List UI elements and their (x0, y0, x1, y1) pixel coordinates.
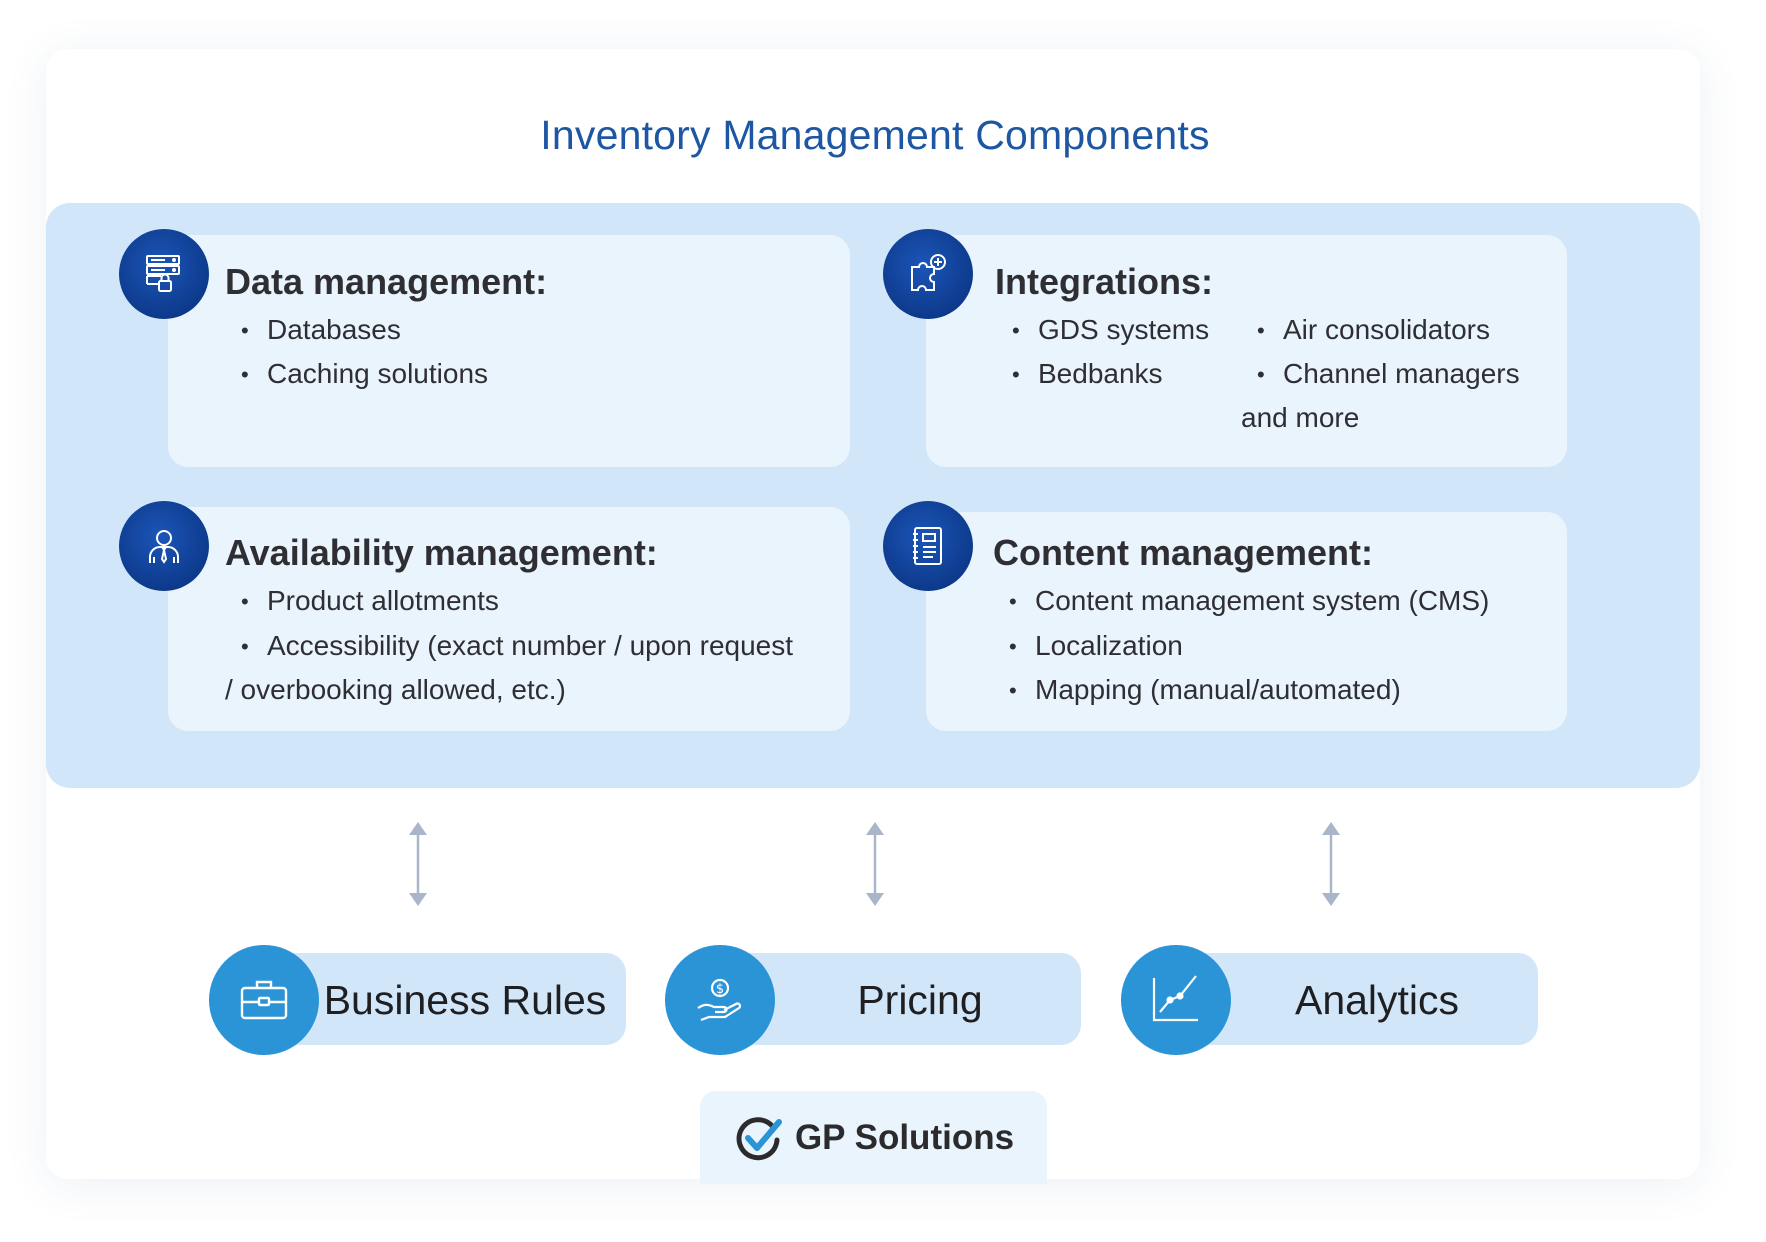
double-arrow-icon (409, 822, 427, 906)
svg-text:$: $ (716, 982, 724, 997)
list-continuation: / overbooking allowed, etc.) (225, 674, 566, 705)
pill-label: Pricing (857, 977, 983, 1023)
list-item: Mapping (manual/automated) (1009, 674, 1401, 708)
business-rules-pill (268, 953, 626, 1045)
list-item: Caching solutions (241, 358, 488, 392)
briefcase-icon (209, 945, 319, 1055)
list-continuation: and more (1241, 402, 1360, 433)
availability-management-box (168, 507, 850, 731)
pill-label: Analytics (1294, 977, 1460, 1023)
box-title: Data management: (225, 261, 548, 302)
list-item: Channel managers (1257, 358, 1520, 392)
double-arrow-icon (866, 822, 884, 906)
server-lock-icon (119, 229, 209, 319)
integrations-box (926, 235, 1567, 467)
box-title: Availability management: (225, 532, 658, 573)
checkmark-circle-icon (736, 1116, 782, 1160)
logo-text: GP Solutions (794, 1117, 1015, 1157)
puzzle-plus-icon (883, 229, 973, 319)
list-item: Databases (241, 314, 401, 348)
person-tie-icon (119, 501, 209, 591)
box-title: Integrations: (995, 261, 1214, 302)
pill-label: Business Rules (323, 977, 607, 1023)
pricing-pill (723, 953, 1081, 1045)
list-item: Localization (1009, 630, 1183, 664)
analytics-pill (1180, 953, 1538, 1045)
list-item: Bedbanks (1012, 358, 1162, 392)
list-item: Air consolidators (1257, 314, 1490, 348)
notebook-icon (883, 501, 973, 591)
diagram-title: Inventory Management Components (540, 112, 1210, 158)
data-management-box (168, 235, 850, 467)
line-chart-icon (1121, 945, 1231, 1055)
list-item: Product allotments (241, 585, 499, 619)
list-item: Content management system (CMS) (1009, 585, 1489, 619)
list-item: GDS systems (1012, 314, 1209, 348)
box-title: Content management: (993, 532, 1374, 573)
company-logo: GP Solutions (700, 1091, 1047, 1184)
list-item: Accessibility (exact number / upon reque… (241, 630, 793, 664)
double-arrow-icon (1322, 822, 1340, 906)
hand-coin-icon: $ (665, 945, 775, 1055)
